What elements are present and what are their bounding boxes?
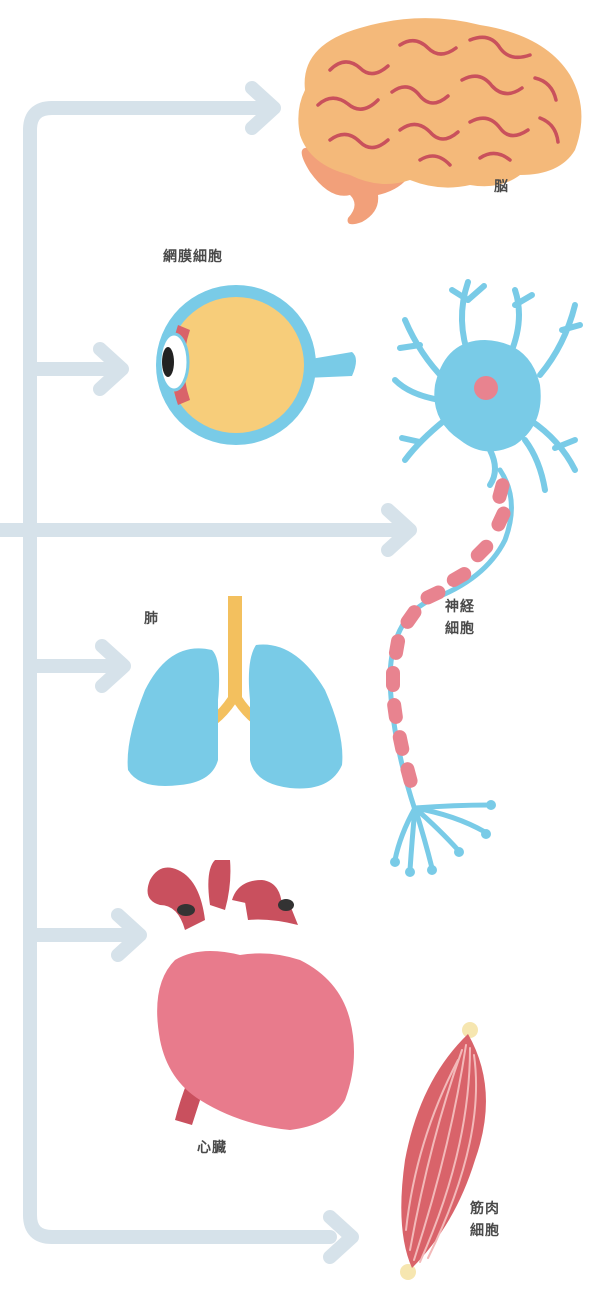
eye-icon <box>156 285 356 445</box>
label-lung: 肺 <box>144 608 159 630</box>
label-heart: 心臓 <box>197 1137 227 1159</box>
lungs-icon <box>128 596 343 789</box>
heart-icon <box>148 860 354 1130</box>
neuron-icon <box>386 282 580 877</box>
label-brain: 脳 <box>494 176 509 198</box>
label-retina-cell: 網膜細胞 <box>163 246 223 268</box>
label-nerve-cell: 神経 細胞 <box>445 596 475 640</box>
brain-icon <box>298 18 581 224</box>
label-muscle-cell: 筋肉 細胞 <box>470 1198 500 1242</box>
